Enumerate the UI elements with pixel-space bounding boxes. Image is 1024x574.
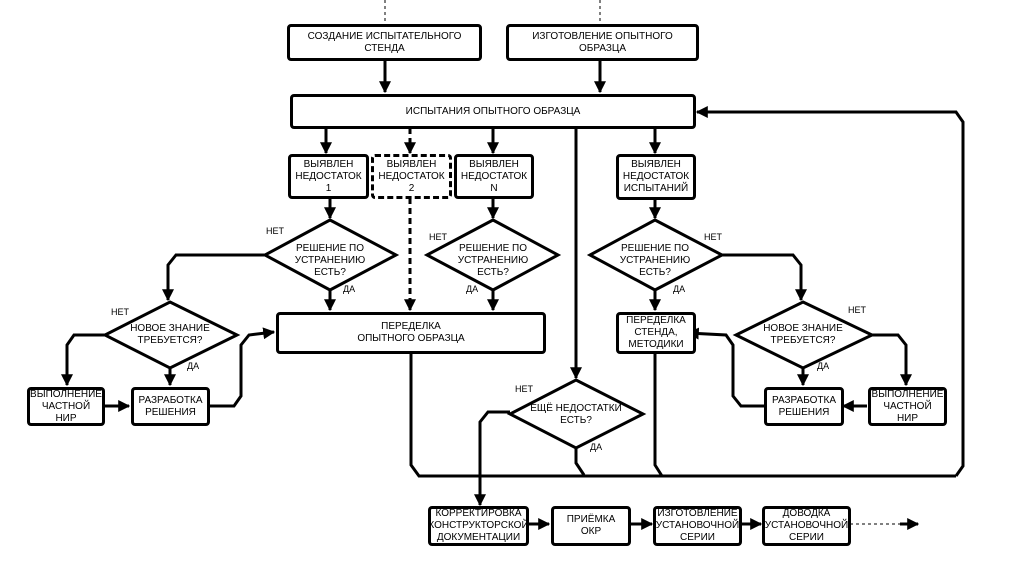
solution-tests-question: РЕШЕНИЕ ПО УСТРАНЕНИЮ ЕСТЬ? — [619, 243, 691, 278]
yes-label: ДА — [343, 284, 356, 294]
decision-diamond — [586, 218, 726, 292]
correct-documentation-box: КОРРЕКТИРОВКА КОНСТРУКТОРСКОЙ ДОКУМЕНТАЦ… — [428, 506, 529, 546]
decision-diamond — [423, 218, 562, 292]
solution-n-question: РЕШЕНИЕ ПО УСТРАНЕНИЮ ЕСТЬ? — [457, 243, 529, 278]
yes-label: ДА — [187, 361, 200, 371]
no-label: НЕТ — [429, 232, 447, 242]
yes-label: ДА — [466, 284, 479, 294]
yes-label: ДА — [817, 361, 830, 371]
solution-1-question: РЕШЕНИЕ ПО УСТРАНЕНИЮ ЕСТЬ? — [294, 243, 366, 278]
knowledge-right-question: НОВОЕ ЗНАНИЕ ТРЕБУЕТСЯ? — [763, 323, 843, 346]
yes-label: ДА — [590, 442, 603, 452]
defect-n-box: ВЫЯВЛЕН НЕДОСТАТОК N — [454, 154, 534, 199]
decision-diamond — [101, 300, 241, 370]
finish-series-box: ДОВОДКА УСТАНОВОЧНОЙ СЕРИИ — [762, 506, 851, 546]
more-defects-question: ЕЩЁ НЕДОСТАТКИ ЕСТЬ? — [530, 403, 622, 426]
private-research-right-box: ВЫПОЛНЕНИЕ ЧАСТНОЙ НИР — [868, 387, 947, 426]
yes-label: ДА — [673, 284, 686, 294]
no-label: НЕТ — [848, 305, 866, 315]
create-test-stand-box: СОЗДАНИЕ ИСПЫТАТЕЛЬНОГО СТЕНДА — [287, 24, 482, 61]
develop-solution-left-box: РАЗРАБОТКА РЕШЕНИЯ — [131, 387, 210, 426]
prototype-testing-box: ИСПЫТАНИЯ ОПЫТНОГО ОБРАЗЦА — [290, 94, 696, 129]
defect-2-box: ВЫЯВЛЕН НЕДОСТАТОК 2 — [371, 154, 452, 199]
decision-diamond — [506, 378, 647, 450]
no-label: НЕТ — [111, 307, 129, 317]
decision-diamond — [732, 300, 876, 370]
make-prototype-box: ИЗГОТОВЛЕНИЕ ОПЫТНОГО ОБРАЗЦА — [506, 24, 699, 61]
install-series-box: ИЗГОТОВЛЕНИЕ УСТАНОВОЧНОЙ СЕРИИ — [653, 506, 742, 546]
no-label: НЕТ — [515, 384, 533, 394]
private-research-left-box: ВЫПОЛНЕНИЕ ЧАСТНОЙ НИР — [27, 387, 105, 426]
develop-solution-right-box: РАЗРАБОТКА РЕШЕНИЯ — [764, 387, 844, 426]
stand-rework-box: ПЕРЕДЕЛКА СТЕНДА, МЕТОДИКИ — [616, 312, 696, 354]
no-label: НЕТ — [266, 226, 284, 236]
test-defect-box: ВЫЯВЛЕН НЕДОСТАТОК ИСПЫТАНИЙ — [616, 154, 696, 200]
prototype-rework-box: ПЕРЕДЕЛКА ОПЫТНОГО ОБРАЗЦА — [276, 312, 546, 354]
no-label: НЕТ — [704, 232, 722, 242]
acceptance-box: ПРИЁМКА ОКР — [551, 506, 631, 546]
defect-1-box: ВЫЯВЛЕН НЕДОСТАТОК 1 — [288, 154, 369, 199]
decision-diamond — [261, 218, 400, 292]
knowledge-left-question: НОВОЕ ЗНАНИЕ ТРЕБУЕТСЯ? — [130, 323, 210, 346]
